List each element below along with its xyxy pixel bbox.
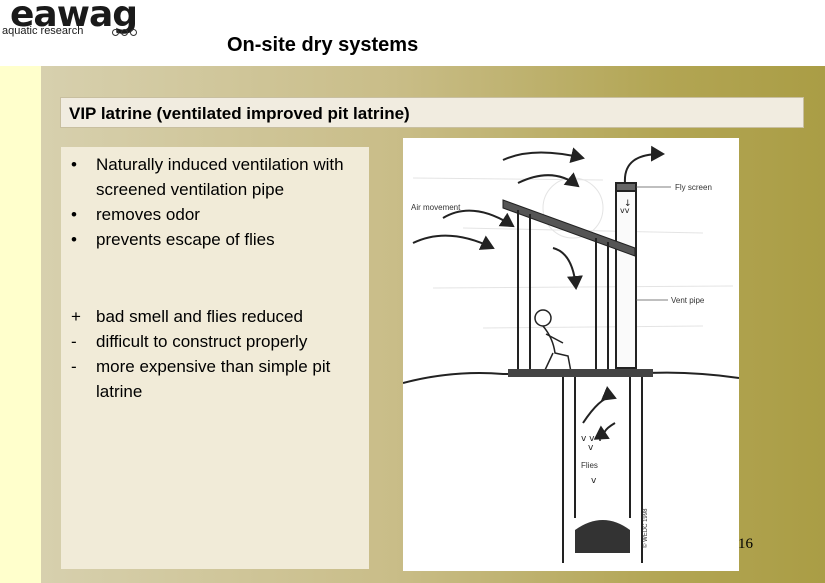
pit (562, 377, 643, 563)
roof (502, 199, 636, 257)
pros-cons-item: - more expensive than simple pit latrine (71, 354, 356, 404)
slide-subtitle: VIP latrine (ventilated improved pit lat… (69, 104, 410, 123)
svg-text:vv: vv (620, 206, 630, 215)
feature-list: Naturally induced ventilation with scree… (71, 152, 376, 252)
minus-sign: - (71, 332, 77, 351)
minus-sign: - (71, 357, 77, 376)
text-box: Naturally induced ventilation with scree… (61, 147, 369, 569)
slide-title: On-site dry systems (227, 34, 419, 56)
pros-cons-text: difficult to construct properly (96, 332, 308, 351)
logo-tagline: aquatic research (2, 25, 84, 37)
logo-dots-icon (112, 29, 137, 36)
flies-icon: v v v v v (581, 434, 603, 486)
flies-label: Flies (581, 461, 598, 470)
page-number: 16 (738, 536, 753, 552)
left-accent-strip (0, 66, 41, 583)
subtitle-bar: VIP latrine (ventilated improved pit lat… (60, 97, 804, 128)
fly-screen-label: Fly screen (675, 183, 712, 192)
pros-cons-item: + bad smell and flies reduced (71, 304, 356, 329)
vent-pipe-label: Vent pipe (671, 296, 705, 305)
eawag-logo: eawag aquatic research (0, 0, 165, 42)
pros-cons-item: - difficult to construct properly (71, 329, 356, 354)
vip-latrine-diagram: ↓ vv (403, 138, 739, 571)
feature-item: removes odor (71, 202, 376, 227)
svg-text:v: v (591, 476, 597, 486)
air-movement-arrows (412, 145, 665, 290)
person-icon (534, 309, 572, 373)
svg-text:v v v: v v v (581, 434, 603, 444)
pros-cons-text: bad smell and flies reduced (96, 307, 303, 326)
air-movement-label: Air movement (411, 203, 461, 212)
feature-item: Naturally induced ventilation with scree… (71, 152, 376, 202)
vent-pipe (615, 182, 637, 369)
copyright-label: © WEDC 1998 (642, 508, 649, 548)
plus-sign: + (71, 307, 81, 326)
svg-text:v: v (588, 443, 594, 453)
latrine-walls (517, 210, 609, 373)
pros-cons-text: more expensive than simple pit latrine (96, 357, 331, 401)
svg-text:↓: ↓ (624, 199, 632, 209)
pros-cons-list: + bad smell and flies reduced - difficul… (71, 304, 356, 404)
feature-item: prevents escape of flies (71, 227, 376, 252)
